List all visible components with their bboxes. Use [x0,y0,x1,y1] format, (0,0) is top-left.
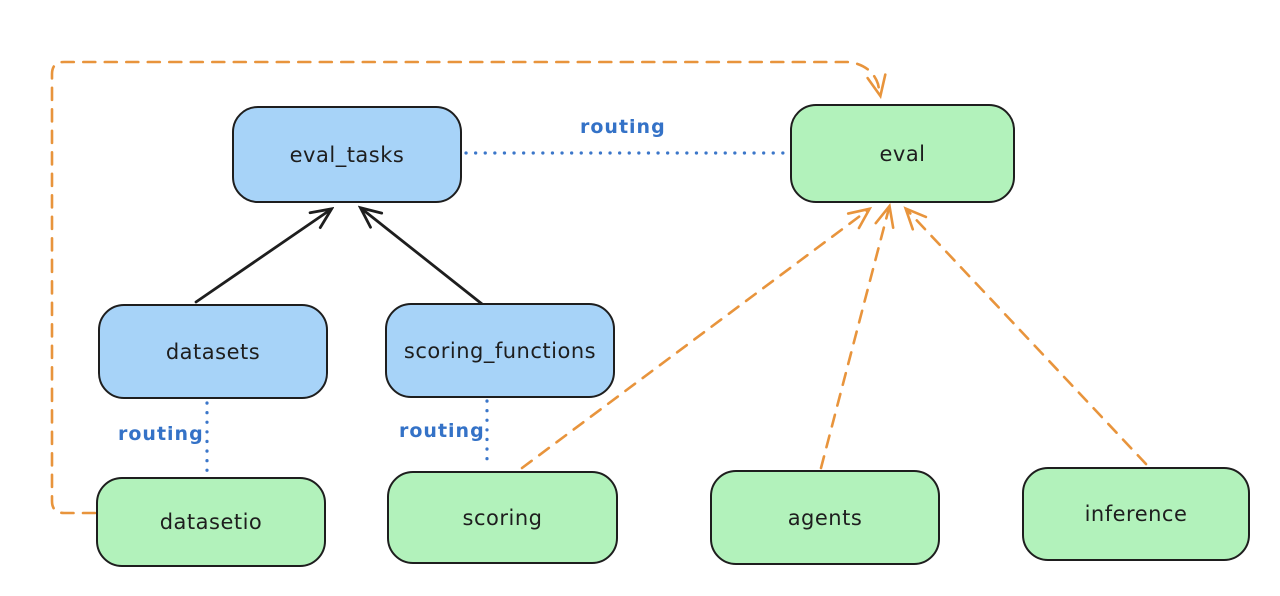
node-datasets-label: datasets [165,339,261,364]
node-eval: eval [790,104,1015,203]
edge-label-routing-scoring-functions-scoring: routing [399,420,485,442]
node-scoring: scoring [387,471,618,564]
edge-scoring-to-eval [520,210,868,470]
node-scoring-label: scoring [462,505,543,530]
edge-inference-to-eval [907,210,1148,466]
node-eval-label: eval [879,141,926,166]
node-datasets: datasets [98,304,328,399]
node-agents-label: agents [787,505,863,530]
node-scoring-functions-label: scoring_functions [403,338,597,363]
edge-scoring-functions-to-eval-tasks [362,209,484,306]
node-eval-tasks-label: eval_tasks [289,142,405,167]
node-scoring-functions: scoring_functions [385,303,615,398]
node-datasetio: datasetio [96,477,326,567]
node-datasetio-label: datasetio [159,510,263,534]
node-eval-tasks: eval_tasks [232,106,462,203]
node-inference: inference [1022,467,1250,561]
edge-datasetio-to-eval [50,60,880,515]
edge-agents-to-eval [819,208,889,470]
node-inference-label: inference [1084,502,1188,526]
edge-label-routing-eval-tasks-eval: routing [580,116,666,138]
edge-datasets-to-eval-tasks [194,210,330,304]
node-agents: agents [710,470,940,565]
edge-label-routing-datasets-datasetio: routing [118,423,204,445]
